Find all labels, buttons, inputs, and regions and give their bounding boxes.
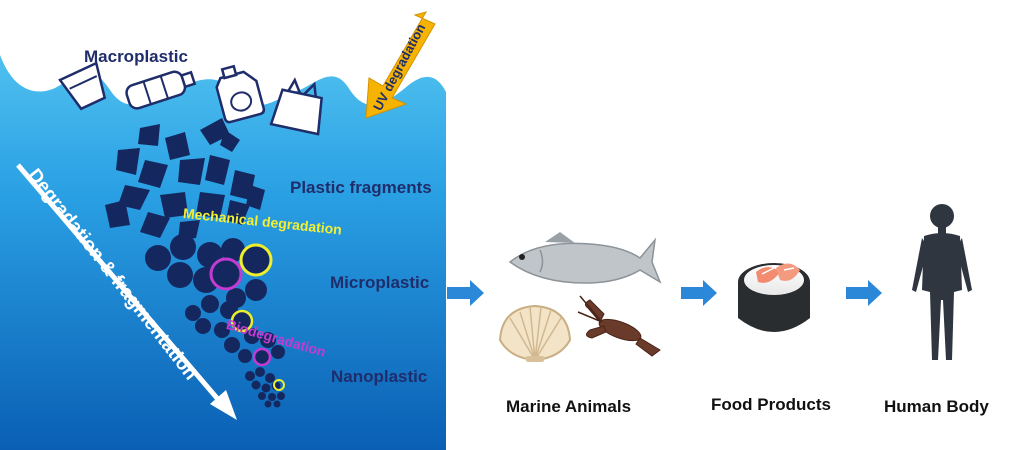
microplastic-label: Microplastic <box>330 273 429 293</box>
human-body-label: Human Body <box>884 397 989 417</box>
clam-shell-icon <box>500 306 570 362</box>
human-figure-icon <box>912 204 972 360</box>
flow-arrow-icon <box>846 280 882 306</box>
flow-arrow-icon <box>447 280 484 306</box>
nanoplastic-label: Nanoplastic <box>331 367 427 387</box>
crayfish-icon <box>578 296 660 356</box>
food-products-label: Food Products <box>711 395 831 415</box>
marine-animals-label: Marine Animals <box>506 397 631 417</box>
plastic-fragments-label: Plastic fragments <box>290 178 432 198</box>
sushi-roll-icon <box>738 263 810 332</box>
macroplastic-label: Macroplastic <box>84 47 188 67</box>
fish-icon <box>510 232 660 283</box>
flow-arrow-icon <box>681 280 717 306</box>
